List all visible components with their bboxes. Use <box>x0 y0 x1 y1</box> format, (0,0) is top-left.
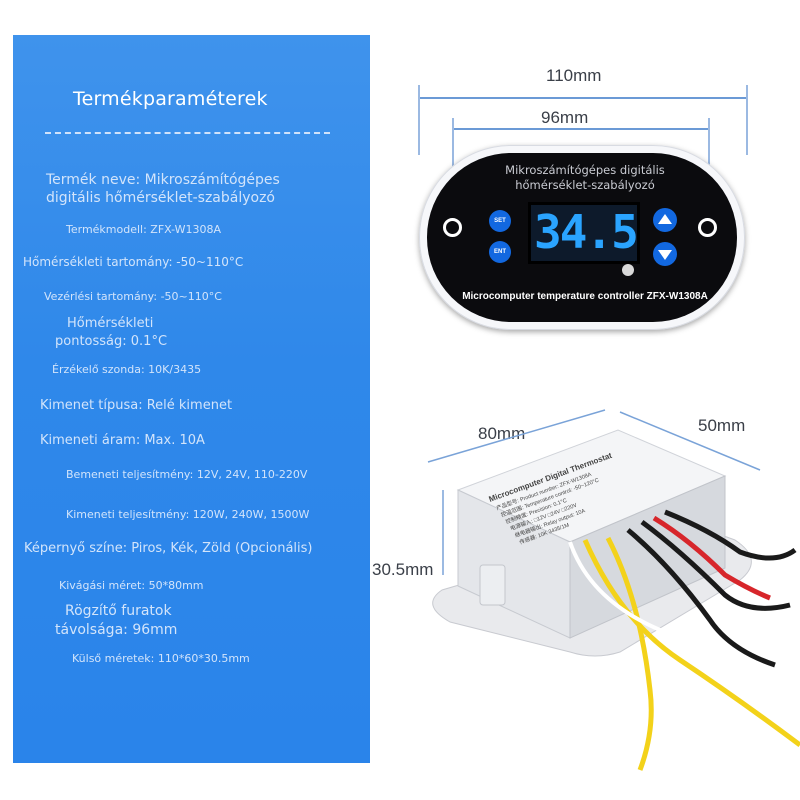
spec-screen-color: Képernyő színe: Piros, Kék, Zöld (Opcion… <box>24 541 313 556</box>
lcd-display <box>528 202 640 264</box>
spec-accuracy-1: Hőmérsékleti <box>67 316 154 331</box>
dim-cap-left-110 <box>418 85 420 155</box>
spec-accuracy-2: pontosság: 0.1°C <box>55 334 168 349</box>
ent-button[interactable]: ENT <box>489 241 511 263</box>
controller-title: Mikroszámítógépes digitális hőmérséklet-… <box>470 163 700 193</box>
dim-line-96 <box>452 128 710 130</box>
controller-title-line2: hőmérséklet-szabályozó <box>515 178 655 192</box>
mount-hole-left <box>443 218 462 237</box>
controller-title-line1: Mikroszámítógépes digitális <box>505 163 665 177</box>
controller-footer: Microcomputer temperature controller ZFX… <box>462 291 708 302</box>
spec-output-type: Kimenet típusa: Relé kimenet <box>40 398 233 413</box>
spec-outer-size: Külső méretek: 110*60*30.5mm <box>72 652 250 665</box>
lcd-reading: 34.5 <box>534 205 639 259</box>
spec-model: Termékmodell: ZFX-W1308A <box>66 223 222 236</box>
set-button[interactable]: SET <box>489 210 511 232</box>
arrow-down-icon <box>658 250 672 260</box>
dim-body-length: 80mm <box>478 424 526 443</box>
dim-width-overall: 110mm <box>546 66 602 85</box>
spec-control-range: Vezérlési tartomány: -50~110°C <box>44 290 222 303</box>
spec-panel <box>13 35 370 763</box>
dim-hole-spacing: 96mm <box>541 108 589 127</box>
down-button[interactable] <box>653 242 677 266</box>
dim-body-width: 50mm <box>698 416 746 435</box>
spec-holes-1: Rögzítő furatok <box>65 603 172 619</box>
spec-probe: Érzékelő szonda: 10K/3435 <box>52 363 202 376</box>
dim-body-height: 30.5mm <box>372 560 434 579</box>
indicator-led <box>622 264 634 276</box>
spec-output-power: Kimeneti teljesítmény: 120W, 240W, 1500W <box>66 508 310 521</box>
box-thermostat: Microcomputer Digital Thermostat 产品型号: P… <box>427 409 800 771</box>
dim-line-110 <box>418 97 748 99</box>
spec-product-name-1: Termék neve: Mikroszámítógépes <box>46 172 280 188</box>
up-button[interactable] <box>653 208 677 232</box>
panel-title: Termékparaméterek <box>73 88 268 110</box>
spec-holes-2: távolsága: 96mm <box>55 622 178 638</box>
spec-temp-range: Hőmérsékleti tartomány: -50~110°C <box>23 255 244 269</box>
mount-hole-right <box>698 218 717 237</box>
spec-output-current: Kimeneti áram: Max. 10A <box>40 433 205 448</box>
title-divider <box>45 132 330 134</box>
spec-input-power: Bemeneti teljesítmény: 12V, 24V, 110-220… <box>66 468 308 481</box>
spec-cutout: Kivágási méret: 50*80mm <box>59 579 204 592</box>
dim-cap-right-110 <box>746 85 748 155</box>
arrow-up-icon <box>658 214 672 224</box>
spec-product-name-2: digitális hőmérséklet-szabályozó <box>46 190 275 206</box>
